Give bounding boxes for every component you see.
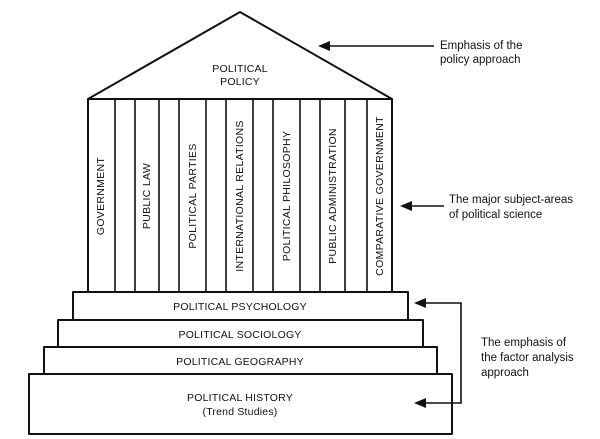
column-label-comparative-government: COMPARATIVE GOVERNMENT — [374, 116, 386, 276]
column-label-public-law: PUBLIC LAW — [141, 163, 153, 229]
annotation-factor-line1: The emphasis of — [481, 337, 567, 349]
step-political-geography — [43, 346, 438, 375]
arrow-subjects — [400, 201, 444, 211]
annotation-policy-line2: policy approach — [440, 54, 521, 66]
step-sublabel-trend-studies: (Trend Studies) — [203, 406, 278, 418]
bracket-factor-analysis — [414, 298, 462, 408]
step-political-history — [28, 373, 453, 435]
step-label-political-psychology: POLITICAL PSYCHOLOGY — [173, 301, 307, 313]
annotation-subjects-line1: The major subject-areas — [449, 194, 573, 206]
step-label-political-geography: POLITICAL GEOGRAPHY — [176, 356, 304, 368]
annotation-subjects-line2: of political science — [449, 209, 542, 221]
pediment-title-line1: POLITICAL — [212, 63, 267, 75]
column-dividers — [114, 99, 368, 292]
column-label-political-philosophy: POLITICAL PHILOSOPHY — [281, 131, 293, 261]
step-political-psychology — [72, 291, 409, 321]
annotation-factor-line2: the factor analysis — [481, 352, 574, 364]
column-label-public-administration: PUBLIC ADMINISTRATION — [327, 128, 339, 264]
step-political-sociology — [57, 319, 424, 348]
column-label-political-parties: POLITICAL PARTIES — [187, 143, 199, 248]
colonnade — [87, 98, 393, 293]
column-label-international-relations: INTERNATIONAL RELATIONS — [234, 120, 246, 271]
pediment-title-line2: POLICY — [220, 76, 260, 88]
column-label-government: GOVERNMENT — [95, 157, 107, 236]
annotation-factor-line3: approach — [481, 367, 529, 379]
step-label-political-sociology: POLITICAL SOCIOLOGY — [178, 329, 301, 341]
step-label-political-history: POLITICAL HISTORY — [187, 392, 293, 404]
arrow-policy — [318, 41, 434, 51]
annotation-policy-line1: Emphasis of the — [440, 40, 522, 52]
